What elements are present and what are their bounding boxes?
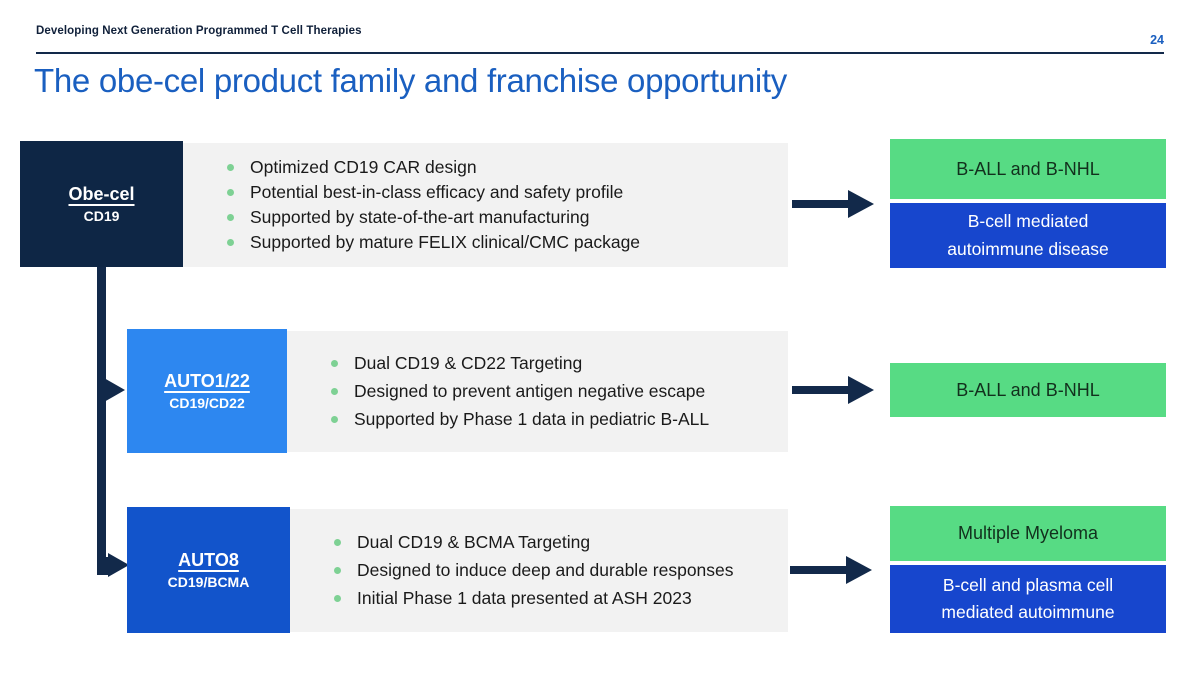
header-subtitle: Developing Next Generation Programmed T …	[36, 25, 362, 37]
flow-arrow-icon	[792, 190, 874, 218]
bullet-text: Dual CD19 & CD22 Targeting	[354, 353, 583, 373]
arrow-shaft	[790, 566, 848, 574]
connector-elbow	[97, 557, 111, 575]
bullet-text: Supported by state-of-the-art manufactur…	[250, 207, 590, 227]
bullet-panel-auto1-22: Dual CD19 & CD22 Targeting Designed to p…	[287, 331, 788, 452]
connector-arrow-icon	[108, 553, 129, 577]
bullet-panel-obe-cel: Optimized CD19 CAR design Potential best…	[183, 143, 788, 267]
bullet-text: Potential best-in-class efficacy and saf…	[250, 182, 624, 202]
arrow-head	[846, 556, 872, 584]
header-divider	[36, 52, 1164, 54]
connector-line	[97, 267, 106, 575]
bullet-item: Designed to induce deep and durable resp…	[334, 560, 778, 581]
bullet-text: Optimized CD19 CAR design	[250, 157, 477, 177]
bullet-text: Dual CD19 & BCMA Targeting	[357, 532, 591, 552]
bullet-item: Supported by state-of-the-art manufactur…	[227, 207, 778, 228]
connector-arrow-icon	[104, 378, 125, 402]
bullet-text: Designed to induce deep and durable resp…	[357, 560, 734, 580]
product-box-auto1-22: AUTO1/22 CD19/CD22	[127, 329, 287, 453]
product-box-auto8: AUTO8 CD19/BCMA	[127, 507, 290, 633]
bullet-item: Optimized CD19 CAR design	[227, 157, 778, 178]
bullet-item: Supported by Phase 1 data in pediatric B…	[331, 409, 778, 430]
bullet-item: Dual CD19 & CD22 Targeting	[331, 353, 778, 374]
bullet-item: Initial Phase 1 data presented at ASH 20…	[334, 588, 778, 609]
bullet-dot-icon	[227, 214, 234, 221]
bullet-dot-icon	[227, 239, 234, 246]
product-target: CD19/CD22	[169, 395, 245, 411]
bullet-dot-icon	[227, 189, 234, 196]
product-target: CD19	[83, 208, 120, 224]
arrow-head	[848, 376, 874, 404]
bullet-item: Potential best-in-class efficacy and saf…	[227, 182, 778, 203]
outcome-box-green: B-ALL and B-NHL	[890, 139, 1166, 199]
bullet-text: Supported by Phase 1 data in pediatric B…	[354, 409, 710, 429]
arrow-shaft	[792, 200, 850, 208]
flow-arrow-icon	[792, 376, 874, 404]
bullet-dot-icon	[334, 567, 341, 574]
product-name: Obe-cel	[68, 184, 135, 204]
bullet-dot-icon	[331, 388, 338, 395]
product-target: CD19/BCMA	[167, 574, 250, 590]
outcome-box-green: Multiple Myeloma	[890, 506, 1166, 561]
outcome-box-blue: B-cell and plasma cell mediated autoimmu…	[890, 565, 1166, 633]
bullet-dot-icon	[334, 595, 341, 602]
product-name: AUTO1/22	[164, 371, 250, 391]
bullet-dot-icon	[331, 416, 338, 423]
bullet-text: Supported by mature FELIX clinical/CMC p…	[250, 232, 641, 252]
bullet-panel-auto8: Dual CD19 & BCMA Targeting Designed to i…	[290, 509, 788, 632]
bullet-item: Designed to prevent antigen negative esc…	[331, 381, 778, 402]
bullet-dot-icon	[334, 539, 341, 546]
bullet-item: Supported by mature FELIX clinical/CMC p…	[227, 232, 778, 253]
arrow-shaft	[792, 386, 850, 394]
flow-arrow-icon	[790, 556, 872, 584]
bullet-dot-icon	[331, 360, 338, 367]
product-box-obe-cel: Obe-cel CD19	[20, 141, 183, 267]
outcome-box-blue: B-cell mediated autoimmune disease	[890, 203, 1166, 268]
outcome-box-green: B-ALL and B-NHL	[890, 363, 1166, 417]
arrow-head	[848, 190, 874, 218]
bullet-dot-icon	[227, 164, 234, 171]
slide-title: The obe-cel product family and franchise…	[34, 62, 787, 99]
bullet-text: Initial Phase 1 data presented at ASH 20…	[357, 588, 692, 608]
bullet-text: Designed to prevent antigen negative esc…	[354, 381, 706, 401]
page-number: 24	[1150, 33, 1164, 47]
bullet-item: Dual CD19 & BCMA Targeting	[334, 532, 778, 553]
product-name: AUTO8	[178, 550, 239, 570]
